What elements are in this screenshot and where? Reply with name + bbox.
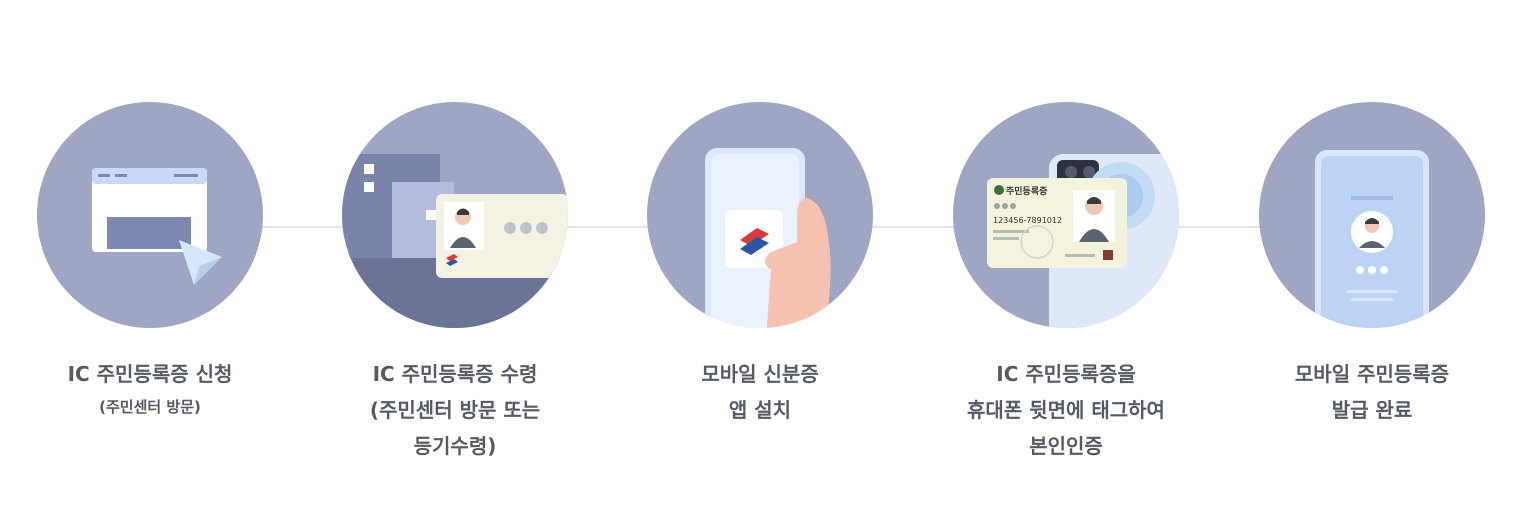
id-card-receipt-icon (342, 102, 568, 328)
step-5: 모바일 주민등록증 발급 완료 (1222, 102, 1522, 428)
online-application-icon (37, 102, 263, 328)
step-1-title: IC 주민등록증 신청 (67, 362, 233, 386)
step-3-line-2: 앱 설치 (728, 398, 792, 422)
step-4: 주민등록증 123456-7891012 IC 주민등록증을 휴대폰 뒷면에 태… (916, 102, 1216, 464)
step-4-title: IC 주민등록증을 (996, 362, 1136, 386)
step-2-line-2: (주민센터 방문 또는 (369, 398, 541, 422)
step-1: IC 주민등록증 신청 (주민센터 방문) (0, 102, 300, 422)
card-number: 123456-7891012 (993, 216, 1062, 225)
step-1-subtitle: (주민센터 방문) (99, 398, 201, 416)
step-3-label: 모바일 신분증 앱 설치 (610, 356, 910, 428)
step-3-title: 모바일 신분증 (701, 362, 819, 386)
nfc-tag-verification-icon: 주민등록증 123456-7891012 (953, 102, 1179, 328)
step-5-title: 모바일 주민등록증 (1294, 362, 1450, 386)
step-2: IC 주민등록증 수령 (주민센터 방문 또는 등기수령) (305, 102, 605, 464)
card-title: 주민등록증 (1006, 185, 1047, 197)
step-5-line-2: 발급 완료 (1331, 398, 1413, 422)
mobile-app-install-icon (647, 102, 873, 328)
step-4-line-3: 본인인증 (1029, 434, 1103, 458)
step-4-line-2: 휴대폰 뒷면에 태그하여 (967, 398, 1165, 422)
step-2-title: IC 주민등록증 수령 (372, 362, 538, 386)
step-1-label: IC 주민등록증 신청 (주민센터 방문) (0, 356, 300, 422)
step-2-line-3: 등기수령) (413, 434, 497, 458)
step-3: 모바일 신분증 앱 설치 (610, 102, 910, 428)
step-4-label: IC 주민등록증을 휴대폰 뒷면에 태그하여 본인인증 (916, 356, 1216, 464)
step-2-label: IC 주민등록증 수령 (주민센터 방문 또는 등기수령) (305, 356, 605, 464)
mobile-id-issued-icon (1259, 102, 1485, 328)
step-5-label: 모바일 주민등록증 발급 완료 (1222, 356, 1522, 428)
